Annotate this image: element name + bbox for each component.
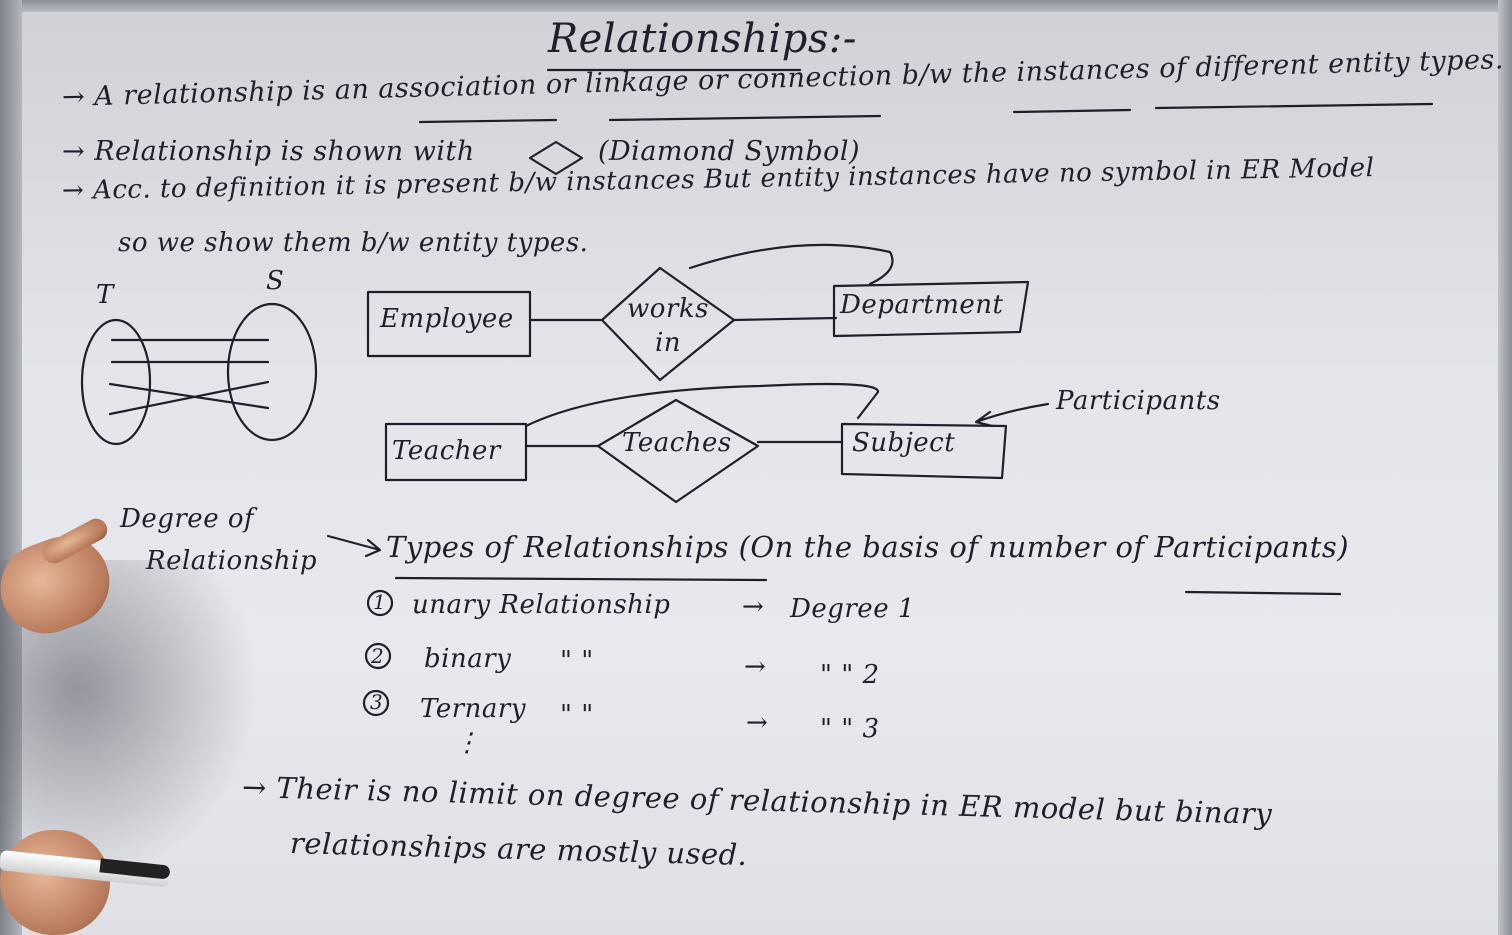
definition-line-2: → Relationship is shown with (62, 136, 475, 167)
underline-association (418, 118, 558, 124)
list-circle-1 (366, 589, 394, 617)
list-item-1-name: unary Relationship (412, 590, 671, 620)
participants-arrow (974, 402, 1050, 428)
list-circle-2 (364, 642, 392, 670)
list-item-1-value: Degree 1 (790, 594, 915, 624)
board-title: Relationships:- (548, 16, 857, 62)
entity-employee: Employee (380, 304, 514, 334)
underline-types (394, 576, 768, 582)
underline-different-entity-types (1154, 102, 1434, 110)
relationship-teaches: Teaches (622, 428, 732, 458)
definition-line-2-tail: (Diamond Symbol) (598, 136, 861, 167)
teacher-rect (384, 422, 528, 482)
list-item-2-ditto: " " (560, 646, 594, 676)
board-frame-right (1498, 0, 1512, 935)
employee-rect (366, 290, 532, 358)
subject-rect (840, 422, 1008, 480)
relationship-works-in: works in (627, 294, 709, 358)
underline-participants (1184, 590, 1342, 596)
overhead-curve-1 (688, 243, 894, 286)
list-number-3: 3 (370, 690, 384, 714)
mapping-line-4 (108, 380, 270, 416)
mapping-line-3 (108, 382, 270, 410)
list-number-2: 2 (371, 644, 385, 668)
definition-line-4: so we show them b/w entity types. (118, 228, 589, 258)
connector-worksin-department (732, 316, 838, 322)
set-label-t: T (96, 280, 114, 310)
set-s-ellipse (226, 302, 318, 442)
list-item-2-arrow: → (744, 652, 767, 682)
set-label-s: S (266, 266, 285, 296)
list-number-1: 1 (373, 590, 387, 614)
list-ellipsis: ⋮ (454, 728, 481, 758)
entity-subject: Subject (852, 428, 956, 458)
holding-hand (0, 830, 110, 935)
list-circle-3 (362, 689, 390, 717)
list-item-3-arrow: → (746, 708, 769, 738)
board-frame-top (0, 0, 1512, 12)
types-heading: Types of Relationships (On the basis of … (386, 530, 1350, 564)
entity-department: Department (840, 290, 1004, 320)
list-item-3-name: Ternary (420, 694, 527, 724)
underline-instances (1012, 108, 1132, 114)
set-t-ellipse (80, 318, 152, 446)
degree-label-line-1: Degree of (120, 504, 255, 534)
underline-linkage (608, 114, 882, 122)
list-item-2-name: binary (424, 644, 512, 674)
list-item-2-value: " " 2 (820, 660, 880, 690)
department-rect (832, 280, 1030, 338)
list-item-3-ditto: " " (560, 700, 594, 730)
list-item-1-arrow: → (742, 592, 765, 622)
list-item-3-value: " " 3 (820, 714, 880, 744)
teaches-diamond (596, 398, 760, 504)
worksin-diamond (600, 266, 736, 382)
overhead-curve-2 (524, 382, 880, 428)
degree-arrow (326, 534, 382, 558)
entity-teacher: Teacher (392, 436, 501, 466)
inline-diamond-icon (528, 140, 584, 176)
participants-note: Participants (1056, 386, 1221, 416)
